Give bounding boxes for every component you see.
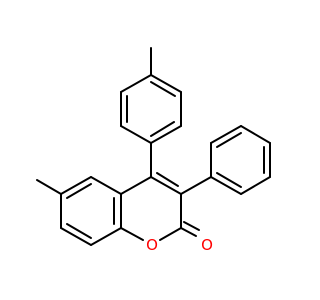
phenyl-ring xyxy=(210,125,271,195)
ring-oxygen-label: O xyxy=(146,236,158,254)
p-tolyl-ring xyxy=(120,74,182,144)
bond-c3-phenyl xyxy=(180,176,212,195)
carbonyl-oxygen-label: O xyxy=(201,236,213,254)
molecule-structure: O O xyxy=(36,47,271,254)
pyranone-ring xyxy=(120,172,182,241)
fused-benzene-ring xyxy=(60,176,122,246)
bond-carbonyl-1 xyxy=(180,227,197,237)
bond-6-methyl xyxy=(36,179,62,195)
bond-carbonyl-2 xyxy=(183,221,200,231)
